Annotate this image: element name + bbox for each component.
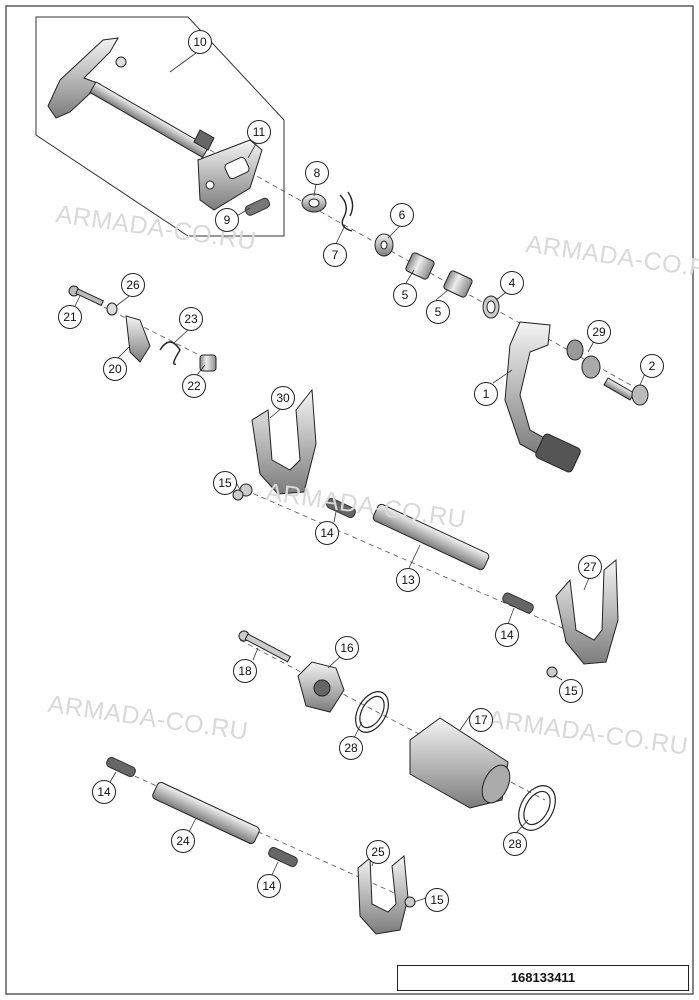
bushing-part-5b xyxy=(443,270,473,298)
callout-25: 25 xyxy=(366,840,390,864)
bolt-part-2 xyxy=(603,377,649,406)
washer-part-6 xyxy=(374,233,394,257)
shift-lever-part-1 xyxy=(504,321,581,473)
sleeve-part-22 xyxy=(199,354,217,372)
shift-shaft-inset-frame xyxy=(35,16,285,237)
callout-14a: 14 xyxy=(315,521,339,545)
callout-10: 10 xyxy=(188,30,212,54)
spring-part-14b xyxy=(502,592,534,614)
callout-28b: 28 xyxy=(503,832,527,856)
callout-14b: 14 xyxy=(495,623,519,647)
callout-5b: 5 xyxy=(426,300,450,324)
callout-29: 29 xyxy=(587,320,611,344)
callout-26: 26 xyxy=(121,273,145,297)
callout-24: 24 xyxy=(171,829,195,853)
callout-22: 22 xyxy=(182,374,206,398)
callout-28a: 28 xyxy=(339,736,363,760)
shift-drum-cam-part-16 xyxy=(297,661,345,713)
rod-part-24 xyxy=(152,781,260,845)
callout-27: 27 xyxy=(578,555,602,579)
callout-1: 1 xyxy=(474,382,498,406)
callout-14d: 14 xyxy=(257,874,281,898)
callout-20: 20 xyxy=(103,357,127,381)
callout-8: 8 xyxy=(305,161,329,185)
callout-5a: 5 xyxy=(393,283,417,307)
bolt-part-21 xyxy=(68,285,105,307)
rod-part-13 xyxy=(372,503,490,571)
spring-part-23 xyxy=(159,341,181,365)
callout-6: 6 xyxy=(390,203,414,227)
spring-part-14a xyxy=(326,497,356,519)
spring-part-14c xyxy=(106,756,136,778)
spring-part-14d xyxy=(268,846,298,868)
callout-14c: 14 xyxy=(92,780,116,804)
callout-21: 21 xyxy=(58,305,82,329)
page-frame xyxy=(5,5,694,995)
bearing-part-28b xyxy=(518,785,556,831)
pin-part-15b xyxy=(546,666,558,678)
callout-30: 30 xyxy=(271,386,295,410)
callout-11: 11 xyxy=(247,120,271,144)
pin-part-15a xyxy=(232,489,244,501)
bushing-part-5a xyxy=(405,252,435,280)
bolt-part-18 xyxy=(238,630,292,663)
bushing-part-8 xyxy=(301,193,327,213)
leader-lines xyxy=(74,52,650,903)
callout-15b: 15 xyxy=(559,679,583,703)
drawing-number: 168133411 xyxy=(397,965,689,991)
shift-shaft-part xyxy=(47,37,215,159)
shift-plate-part xyxy=(197,139,263,211)
callout-2: 2 xyxy=(640,354,664,378)
bearing-part-28a xyxy=(355,691,389,733)
callout-13: 13 xyxy=(396,568,420,592)
spring-part-9 xyxy=(244,197,271,216)
callout-23: 23 xyxy=(179,307,203,331)
callout-17: 17 xyxy=(469,708,493,732)
callout-9: 9 xyxy=(215,208,239,232)
callout-4: 4 xyxy=(500,271,524,295)
ring-part-4 xyxy=(482,295,500,319)
shift-fork-part-27 xyxy=(555,558,619,665)
callout-18: 18 xyxy=(233,659,257,683)
pin-part-15c xyxy=(404,896,416,908)
spring-clip-part-7 xyxy=(339,191,354,232)
callout-16: 16 xyxy=(335,636,359,660)
callout-7: 7 xyxy=(323,243,347,267)
washer-part-26 xyxy=(106,302,118,316)
shift-fork-part-30 xyxy=(239,388,317,497)
lever-part-20 xyxy=(125,315,151,363)
callout-15a: 15 xyxy=(213,471,237,495)
callout-15c: 15 xyxy=(425,888,449,912)
shift-drum-part-17 xyxy=(409,717,511,809)
shift-fork-part-25 xyxy=(357,855,409,935)
washer-part-29 xyxy=(566,339,601,379)
